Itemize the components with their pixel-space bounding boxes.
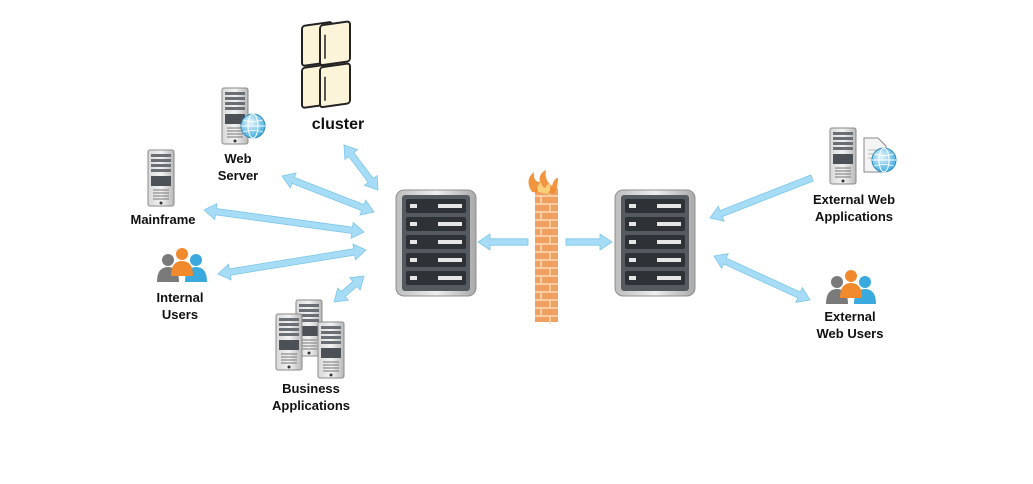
arrow-internal-users — [217, 243, 367, 281]
arrow-cluster — [343, 144, 379, 191]
internal-users-label: Internal Users — [156, 290, 204, 322]
internal-users-icon — [157, 248, 207, 282]
arrow-business-applications — [333, 275, 365, 303]
arrow-firewall-to-gateway — [477, 233, 529, 251]
mainframe-icon — [147, 149, 175, 207]
external-web-users-label: External Web Users — [816, 309, 884, 341]
arrow-external-web-users — [713, 253, 811, 303]
external-server-icon — [614, 189, 696, 297]
external-web-applications-icon — [829, 127, 857, 185]
mainframe-label: Mainframe — [130, 212, 196, 227]
cluster-label: cluster — [311, 116, 365, 133]
connection-arrows — [203, 144, 814, 303]
globe-icon — [240, 113, 266, 139]
gateway-server-icon — [395, 189, 477, 297]
external-web-applications-label: External Web Applications — [812, 192, 896, 224]
web-server-label: Web Server — [217, 151, 259, 183]
web-server-icon — [221, 87, 249, 145]
arrow-firewall-to-external — [565, 233, 613, 251]
business-applications-icon — [275, 299, 345, 379]
globe-icon — [871, 147, 897, 173]
arrow-external-web-applications — [709, 174, 814, 222]
arrow-mainframe — [203, 203, 365, 239]
business-applications-label: Business Applications — [271, 381, 350, 413]
arrow-web-server — [281, 172, 375, 216]
external-web-users-icon — [826, 270, 876, 304]
cluster-icon — [301, 20, 351, 109]
firewall-icon — [535, 187, 558, 324]
flame-icon — [528, 170, 558, 194]
